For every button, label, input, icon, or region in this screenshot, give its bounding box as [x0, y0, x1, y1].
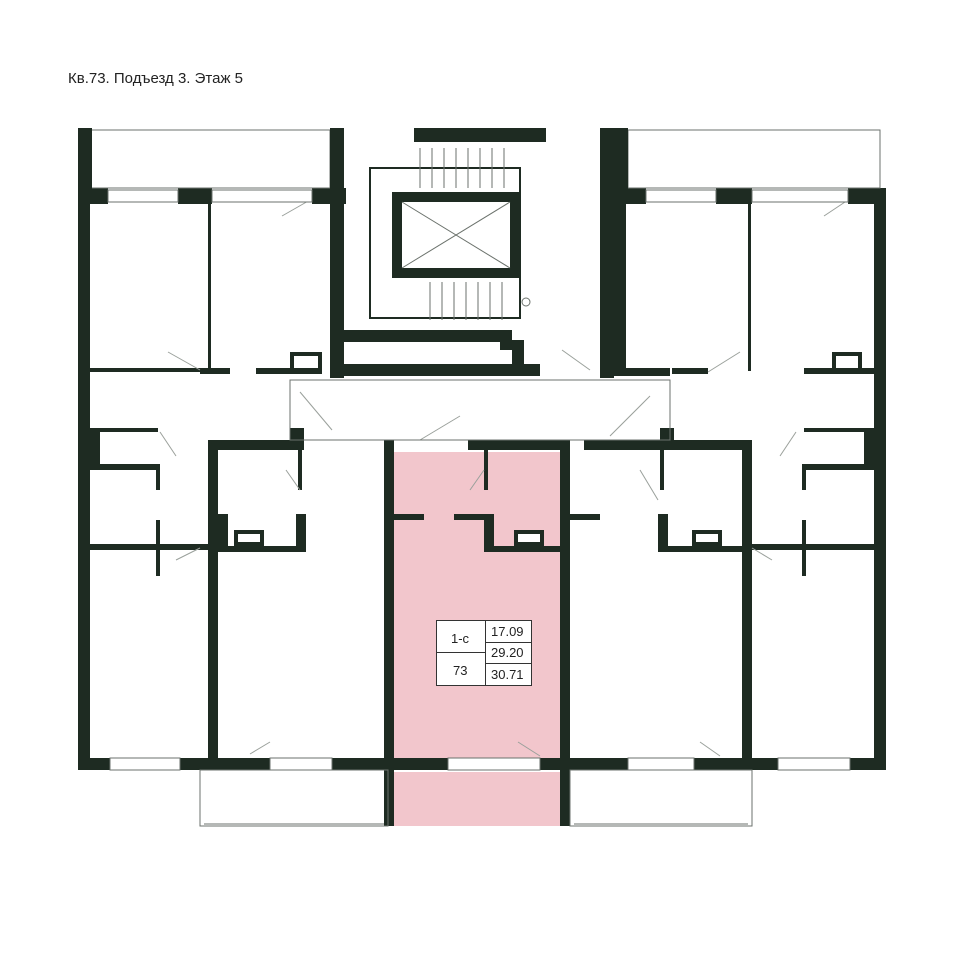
bottom-balconies: [199, 769, 753, 827]
door-swings: [159, 199, 849, 757]
apartment-info-card[interactable]: 1-с 73 17.09 29.20 30.71: [436, 620, 532, 686]
selected-apartment-balcony: [394, 772, 566, 826]
living-area-value: 17.09: [491, 624, 524, 639]
area-value: 29.20: [491, 645, 524, 660]
plumbing-fixtures: [234, 352, 862, 546]
corridor: [289, 379, 671, 441]
stair-core: [330, 128, 614, 378]
selected-apartment-area[interactable]: [394, 452, 562, 770]
page-title: Кв.73. Подъезд 3. Этаж 5: [68, 70, 244, 87]
windows: [107, 189, 851, 771]
apartment-type: 1-с: [451, 630, 470, 646]
total-area-value: 30.71: [491, 666, 524, 682]
apartment-number: 73: [453, 662, 468, 678]
